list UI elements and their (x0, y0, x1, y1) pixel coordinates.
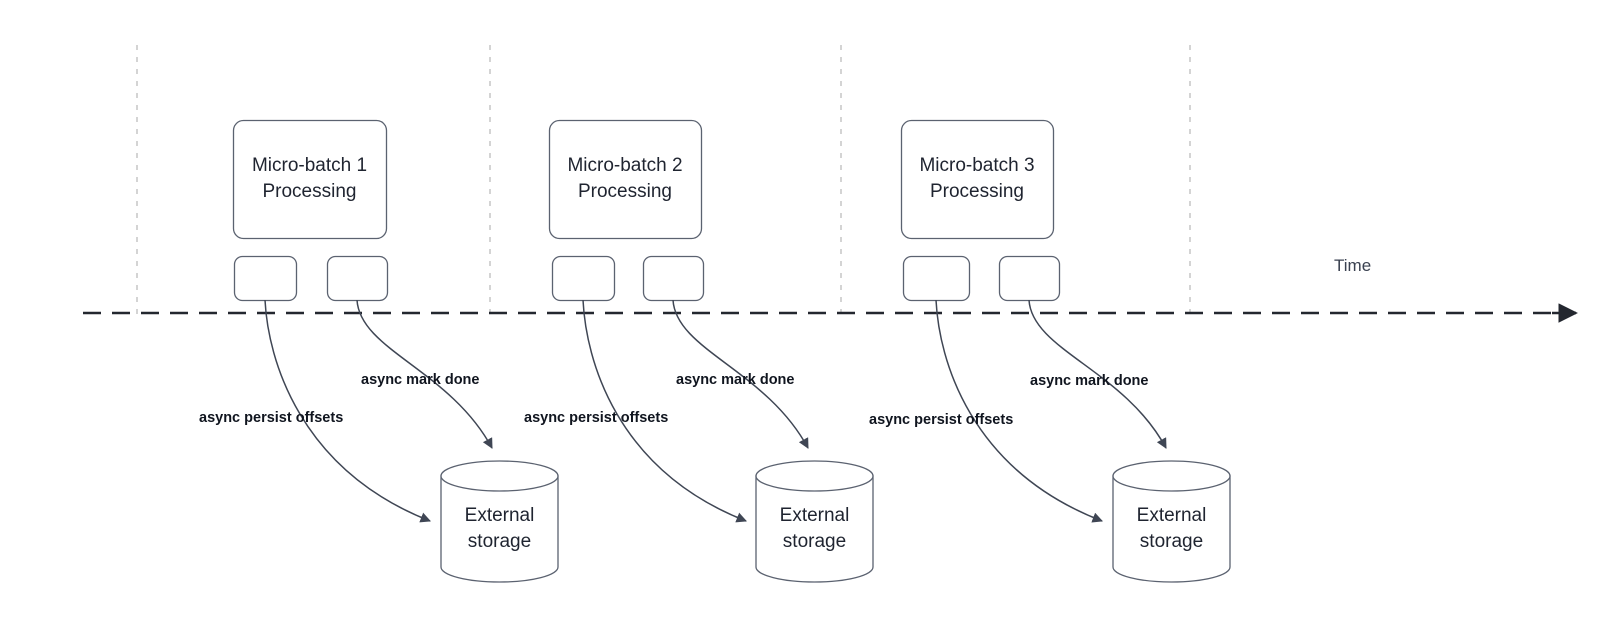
task-box-1-1[interactable] (233, 255, 298, 302)
edge-label-persist-offsets-1: async persist offsets (199, 410, 344, 426)
edge-persist-offsets-2 (582, 299, 747, 523)
time-axis-label: Time (1334, 256, 1372, 275)
node-shapes-group (232, 119, 1231, 583)
storage-cylinder-top-3 (1112, 460, 1231, 492)
task-box-2-2[interactable] (642, 255, 705, 302)
task-box-2-1[interactable] (551, 255, 616, 302)
edge-mark-done-1 (356, 299, 493, 449)
task-box-3-1[interactable] (902, 255, 971, 302)
separator-lines-group (136, 45, 1191, 316)
storage-cylinder-body-1[interactable] (440, 475, 559, 583)
task-box-1-2[interactable] (326, 255, 389, 302)
edge-label-mark-done-2: async mark done (676, 372, 795, 388)
micro-batch-box-1[interactable] (232, 119, 388, 240)
edge-persist-offsets-3 (935, 299, 1103, 523)
edge-persist-offsets-1 (264, 299, 431, 523)
edge-label-mark-done-1: async mark done (361, 372, 480, 388)
storage-cylinder-top-2 (755, 460, 874, 492)
storage-cylinder-body-3[interactable] (1112, 475, 1231, 583)
edge-mark-done-3 (1028, 299, 1167, 449)
edge-label-persist-offsets-2: async persist offsets (524, 410, 669, 426)
storage-cylinder-top-1 (440, 460, 559, 492)
edge-label-mark-done-3: async mark done (1030, 373, 1149, 389)
micro-batch-box-3[interactable] (900, 119, 1055, 240)
storage-cylinder-body-2[interactable] (755, 475, 874, 583)
edge-arrows-group (264, 299, 1167, 523)
micro-batch-box-2[interactable] (548, 119, 703, 240)
task-box-3-2[interactable] (998, 255, 1061, 302)
edge-mark-done-2 (672, 299, 809, 449)
edge-label-persist-offsets-3: async persist offsets (869, 412, 1014, 428)
